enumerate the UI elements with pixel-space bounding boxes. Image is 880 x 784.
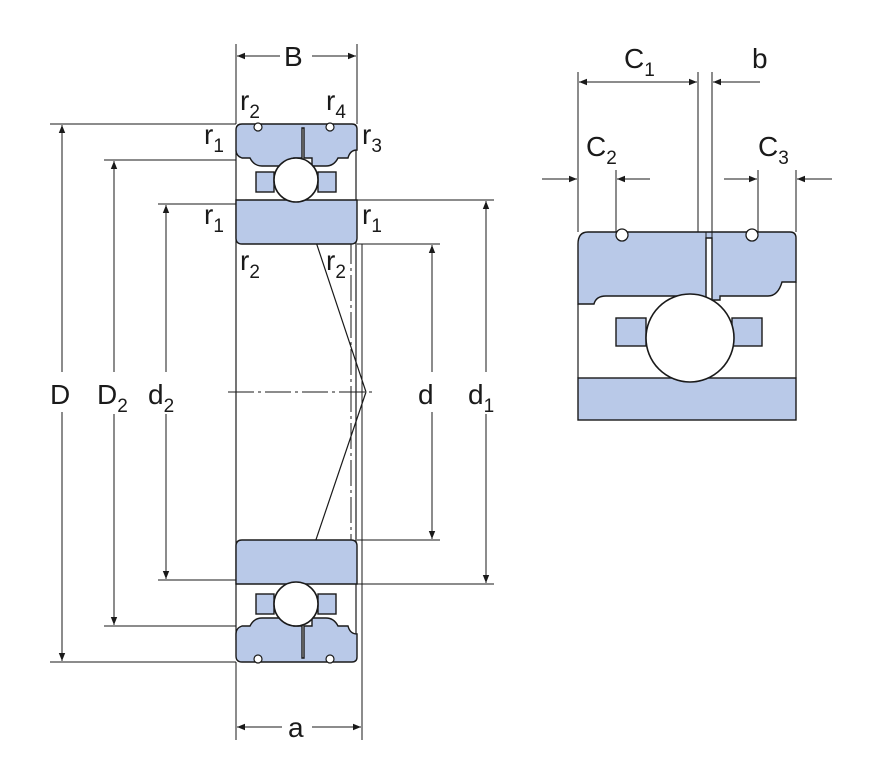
label-r3: r3: [362, 119, 382, 157]
label-B: B: [284, 41, 303, 72]
ball-bottom: [273, 581, 319, 627]
detail-inner-ring: [577, 377, 797, 421]
label-d: d: [418, 379, 434, 410]
label-r2-left: r2: [240, 245, 260, 283]
label-b: b: [752, 43, 768, 74]
label-D2: D2: [97, 379, 128, 417]
cage-top-left: [255, 171, 275, 193]
ball-top: [273, 157, 319, 203]
label-d2: d2: [148, 379, 174, 417]
label-r1-top: r1: [204, 119, 224, 157]
seal-groove-top-right: [325, 122, 335, 132]
label-r1-right: r1: [362, 199, 382, 237]
label-r2-top: r2: [240, 85, 260, 123]
seal-groove-bottom-right: [325, 654, 335, 664]
label-D: D: [50, 379, 70, 410]
cage-bottom-right: [317, 593, 337, 615]
detail-outer-ring: [577, 231, 797, 305]
label-a: a: [288, 712, 304, 743]
detail-cage-left: [615, 317, 647, 347]
detail-ball: [645, 293, 735, 383]
detail-seal-groove-right: [745, 228, 759, 242]
cage-top-right: [317, 171, 337, 193]
label-C3: C3: [758, 131, 789, 169]
seal-groove-bottom-left: [253, 654, 263, 664]
label-r2-right: r2: [326, 245, 346, 283]
cage-bottom-left: [255, 593, 275, 615]
outer-ring-top: [235, 123, 358, 167]
label-C1: C1: [624, 43, 655, 81]
inner-ring-bottom: [235, 539, 358, 585]
detail-cage-right: [731, 317, 763, 347]
detail-seal-groove-left: [615, 228, 629, 242]
outer-ring-bottom: [235, 617, 358, 663]
label-r1-left: r1: [204, 199, 224, 237]
label-C2: C2: [586, 131, 617, 169]
label-r4: r4: [326, 85, 346, 123]
seal-groove-top-left: [253, 122, 263, 132]
label-d1: d1: [468, 379, 494, 417]
inner-ring-top: [235, 199, 358, 245]
